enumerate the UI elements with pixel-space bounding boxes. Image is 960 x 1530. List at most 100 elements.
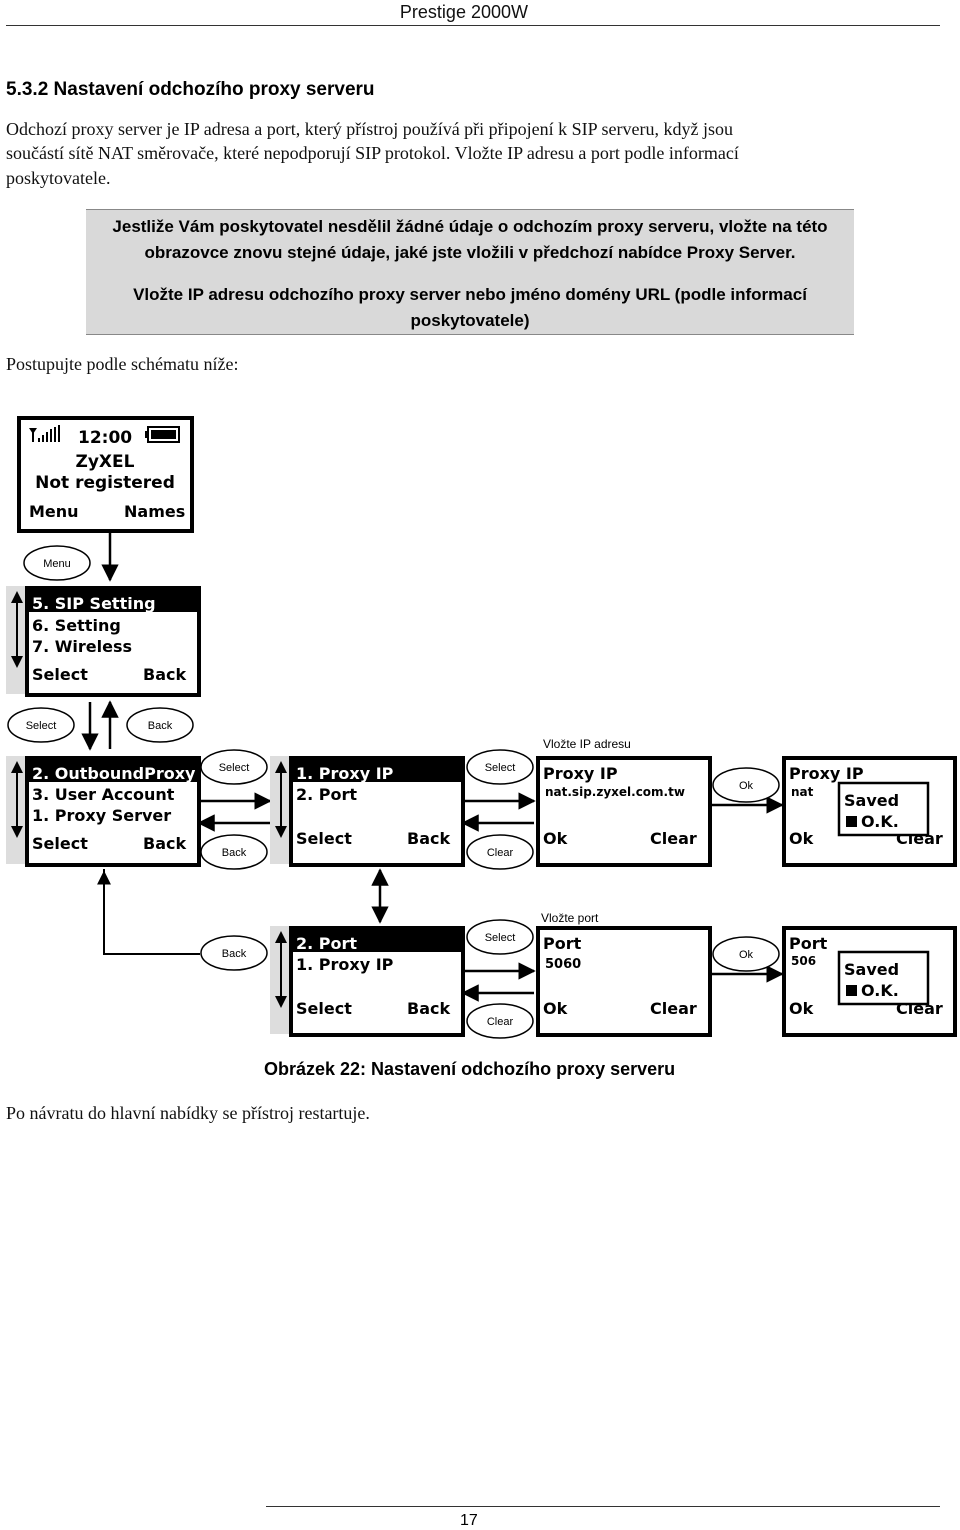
- main-menu-item-1: 5. SIP Setting: [32, 594, 156, 613]
- note-line-3: Vložte IP adresu odchozího proxy server …: [133, 285, 807, 304]
- port-saved-screen: Port 506 Ok Clear Saved O.K.: [782, 926, 957, 1037]
- main-menu-soft-right: Back: [143, 665, 186, 684]
- ip-saved-value: nat: [791, 785, 814, 799]
- back-button[interactable]: Back: [126, 707, 194, 743]
- port-saved-popup-ok: O.K.: [861, 981, 899, 1000]
- proxy-menu-screen: 1. Proxy IP 2. Port Select Back: [270, 756, 465, 867]
- scroll-down-icon: [275, 996, 287, 1008]
- ip-screen-value: nat.sip.zyxel.com.tw: [545, 785, 685, 799]
- select-button-2-label: Select: [219, 762, 250, 774]
- port-screen-soft-left: Ok: [543, 999, 568, 1018]
- idle-line-2: Not registered: [35, 473, 175, 493]
- ip-screen-soft-right: Clear: [650, 829, 697, 848]
- port-menu-item-1: 2. Port: [296, 934, 357, 953]
- running-header: Prestige 2000W: [399, 2, 528, 22]
- header-rule: [6, 25, 940, 26]
- ok-button-1[interactable]: Ok: [712, 767, 780, 803]
- idle-soft-left: Menu: [29, 502, 79, 521]
- intro-line: Postupujte podle schématu níže:: [6, 354, 239, 374]
- signal-icon: [29, 425, 60, 442]
- proxy-menu-soft-right: Back: [407, 829, 450, 848]
- ip-screen-title: Proxy IP: [543, 764, 618, 783]
- clear-button-4-label: Clear: [487, 1016, 514, 1028]
- battery-icon: [145, 426, 180, 443]
- ip-saved-title: Proxy IP: [789, 764, 864, 783]
- proxy-menu-soft-left: Select: [296, 829, 352, 848]
- scroll-down-icon: [11, 656, 23, 668]
- idle-soft-right: Names: [124, 502, 185, 521]
- note-line-4: poskytovatele): [410, 311, 530, 330]
- port-screen-title: Port: [543, 934, 582, 953]
- sip-menu-item-3: 1. Proxy Server: [32, 806, 171, 825]
- sip-menu-soft-right: Back: [143, 834, 186, 853]
- note-box: Jestliže Vám poskytovatel nesdělil žádné…: [86, 209, 854, 335]
- port-label: Vložte port: [541, 911, 599, 925]
- select-button-3-label: Select: [485, 762, 516, 774]
- menu-button[interactable]: Menu: [23, 545, 91, 581]
- paragraph-line-1: Odchozí proxy server je IP adresa a port…: [6, 119, 733, 139]
- ok-button-1-label: Ok: [739, 780, 754, 792]
- main-menu-item-2: 6. Setting: [32, 616, 121, 635]
- back-button-label: Back: [148, 720, 173, 732]
- ip-screen-soft-left: Ok: [543, 829, 568, 848]
- scroll-down-icon: [275, 826, 287, 838]
- select-button[interactable]: Select: [7, 707, 75, 743]
- scroll-up-icon: [275, 761, 287, 773]
- main-menu-soft-left: Select: [32, 665, 88, 684]
- ip-saved-soft-left: Ok: [789, 829, 814, 848]
- footer-rule: [266, 1506, 940, 1507]
- back-button-4-label: Back: [222, 948, 247, 960]
- select-button-2[interactable]: Select: [200, 749, 268, 785]
- section-title: 5.3.2 Nastavení odchozího proxy serveru: [6, 79, 375, 100]
- port-saved-title: Port: [789, 934, 828, 953]
- ip-saved-popup-ok: O.K.: [861, 812, 899, 831]
- ip-entry-screen: Proxy IP nat.sip.zyxel.com.tw Ok Clear: [536, 756, 712, 867]
- port-menu-soft-left: Select: [296, 999, 352, 1018]
- main-menu-screen: 5. SIP Setting 6. Setting 7. Wireless Se…: [6, 586, 201, 697]
- select-button-label: Select: [26, 720, 57, 732]
- select-button-3[interactable]: Select: [466, 749, 534, 785]
- main-menu-item-3: 7. Wireless: [32, 637, 132, 656]
- port-menu-soft-right: Back: [407, 999, 450, 1018]
- select-button-4-label: Select: [485, 932, 516, 944]
- idle-time: 12:00: [78, 428, 132, 448]
- port-saved-popup-text: Saved: [844, 960, 899, 979]
- proxy-menu-item-2: 2. Port: [296, 785, 357, 804]
- sip-menu-screen: 2. OutboundProxy 3. User Account 1. Prox…: [6, 756, 201, 867]
- ok-button-2[interactable]: Ok: [712, 936, 780, 972]
- port-menu-item-2: 1. Proxy IP: [296, 955, 394, 974]
- clear-button-3[interactable]: Clear: [466, 834, 534, 870]
- sip-menu-item-1: 2. OutboundProxy: [32, 764, 196, 783]
- ip-label: Vložte IP adresu: [543, 737, 631, 751]
- clear-button-3-label: Clear: [487, 847, 514, 859]
- idle-screen: 12:00 ZyXEL Not registered Menu Names: [17, 416, 194, 533]
- scroll-up-icon: [275, 931, 287, 943]
- back-button-2-label: Back: [222, 847, 247, 859]
- back-button-4[interactable]: Back: [200, 935, 268, 971]
- paragraph-line-3: poskytovatele.: [6, 168, 111, 188]
- back-button-2[interactable]: Back: [200, 834, 268, 870]
- port-screen-value: 5060: [545, 957, 581, 972]
- ok-softkey-icon: [846, 816, 857, 827]
- sip-menu-item-2: 3. User Account: [32, 785, 175, 804]
- figure-caption: Obrázek 22: Nastavení odchozího proxy se…: [264, 1059, 676, 1079]
- port-menu-screen: 2. Port 1. Proxy IP Select Back: [270, 926, 465, 1037]
- scroll-down-icon: [11, 826, 23, 838]
- port-entry-screen: Port 5060 Ok Clear: [536, 926, 712, 1037]
- note-line-1: Jestliže Vám poskytovatel nesdělil žádné…: [112, 217, 828, 236]
- port-saved-value: 506: [791, 954, 816, 968]
- proxy-menu-item-1: 1. Proxy IP: [296, 764, 394, 783]
- connector-sip-to-back: [103, 869, 200, 955]
- ok-button-2-label: Ok: [739, 949, 754, 961]
- ok-softkey-icon: [846, 985, 857, 996]
- port-saved-soft-left: Ok: [789, 999, 814, 1018]
- select-button-4[interactable]: Select: [466, 919, 534, 955]
- port-screen-soft-right: Clear: [650, 999, 697, 1018]
- clear-button-4[interactable]: Clear: [466, 1003, 534, 1039]
- ip-saved-popup-text: Saved: [844, 791, 899, 810]
- sip-menu-soft-left: Select: [32, 834, 88, 853]
- paragraph-line-2: součástí sítě NAT směrovače, které nepod…: [6, 143, 739, 163]
- closing-line: Po návratu do hlavní nabídky se přístroj…: [6, 1103, 370, 1123]
- ip-saved-screen: Proxy IP nat Ok Clear Saved O.K.: [782, 756, 957, 867]
